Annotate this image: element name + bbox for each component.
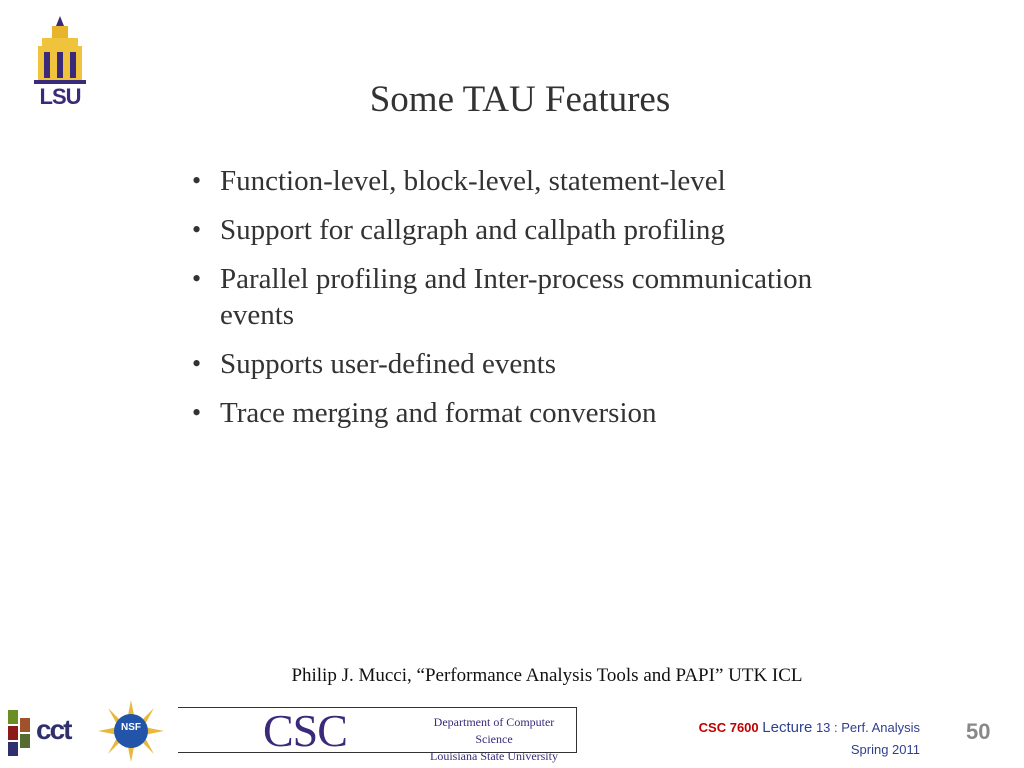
nsf-logo: NSF — [98, 700, 164, 762]
nsf-logo-text: NSF — [121, 722, 141, 733]
cct-logo-text: cct — [36, 714, 72, 745]
bullet-text: Supports user-defined events — [220, 348, 557, 380]
bullet-item: • Support for callgraph and callpath prof… — [190, 212, 890, 248]
bullet-text: Trace merging and format conversion — [220, 397, 657, 429]
bullet-text: Parallel profiling and Inter-process com… — [220, 263, 813, 331]
slide-title: Some TAU Features — [369, 79, 671, 120]
course-lecture-line: CSC 7600 Lecture 13 : Perf. Analysis — [699, 717, 920, 739]
lecture-topic: 13 : Perf. Analysis — [815, 720, 920, 735]
cct-logo: cct — [8, 708, 94, 758]
bullet-item: • Supports user-defined events — [190, 346, 890, 382]
bullet-list: • Function-level, block-level, statement-… — [190, 163, 890, 444]
bullet-dot-icon: • — [192, 264, 202, 293]
department-name: Department of Computer Science Louisiana… — [414, 714, 574, 765]
department-line-2: Louisiana State University — [430, 749, 558, 763]
lsu-tower-icon — [34, 16, 86, 84]
bullet-dot-icon: • — [192, 166, 202, 195]
nsf-globe-icon — [98, 700, 164, 762]
bullet-text: Support for callgraph and callpath profi… — [220, 214, 725, 246]
lsu-logo: LSU — [28, 14, 92, 110]
bullet-text: Function-level, block-level, statement-l… — [220, 165, 726, 197]
page-number: 50 — [966, 719, 991, 744]
bullet-item: • Trace merging and format conversion — [190, 395, 890, 431]
lecture-word: Lecture — [762, 719, 813, 736]
bullet-dot-icon: • — [192, 398, 202, 427]
bullet-item: • Parallel profiling and Inter-process co… — [190, 261, 890, 333]
course-term: Spring 2011 — [850, 742, 920, 757]
bullet-item: • Function-level, block-level, statement-… — [190, 163, 890, 199]
bullet-dot-icon: • — [192, 349, 202, 378]
citation: Philip J. Mucci, “Performance Analysis T… — [291, 665, 803, 686]
department-line-1: Department of Computer Science — [433, 715, 555, 746]
lsu-logo-text: LSU — [39, 84, 82, 109]
bullet-dot-icon: • — [192, 215, 202, 244]
course-code: CSC 7600 — [698, 720, 759, 735]
csc-banner: CSC Department of Computer Science Louis… — [178, 705, 577, 763]
course-info: CSC 7600 Lecture 13 : Perf. Analysis Spr… — [699, 717, 920, 761]
cct-mark-icon — [8, 710, 30, 756]
csc-abbrev: CSC — [263, 705, 348, 756]
